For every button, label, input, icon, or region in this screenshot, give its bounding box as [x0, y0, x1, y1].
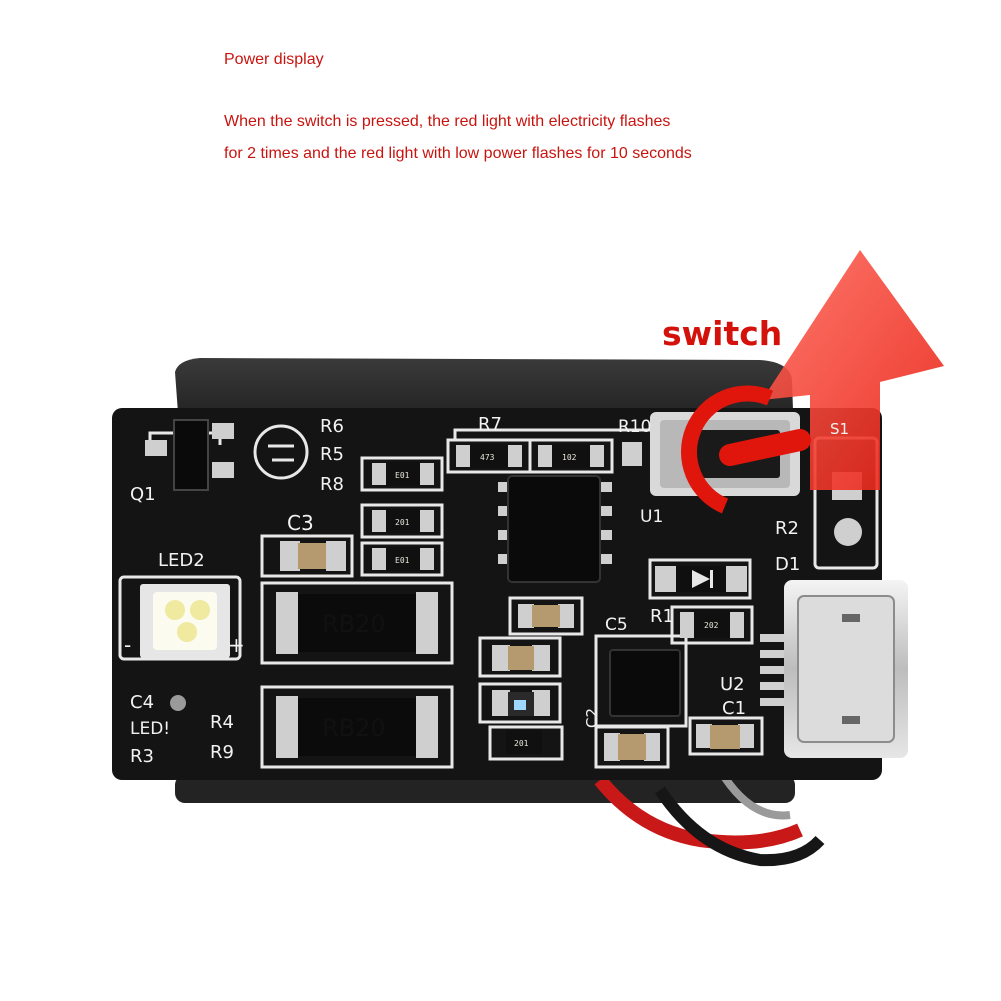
micro-usb-port [760, 580, 908, 758]
label-led1: LED! [130, 719, 170, 739]
caption-title: Power display [224, 51, 324, 68]
switch-highlight-ring [681, 385, 811, 514]
shunt-resistor-top [298, 594, 416, 652]
transistor-q1 [173, 419, 209, 491]
smd-components [298, 444, 740, 760]
label-c5: C5 [605, 615, 628, 635]
shunt-label-top: RB20 [322, 610, 386, 638]
label-c4: C4 [130, 692, 154, 713]
chip-codes: 473 102 E01 201 E01 202 201 [395, 453, 719, 748]
silkscreen-labels: Q1 R6 R5 R8 R7 R10 S1 U1 R2 D1 C3 LED2 C… [124, 414, 849, 767]
label-r10: R10 [618, 417, 651, 437]
code-r2: 202 [704, 621, 719, 630]
ic-u2 [609, 649, 681, 717]
pointer-arrow [762, 250, 944, 490]
switch-callout-label: switch [662, 314, 783, 353]
led2-white [140, 584, 230, 658]
label-led2: LED2 [158, 550, 205, 571]
shunt-resistor-bottom [298, 698, 416, 756]
label-r6: R6 [320, 416, 344, 437]
label-q1: Q1 [130, 484, 156, 505]
shunt-label-bottom: RB20 [322, 714, 386, 742]
label-c3: C3 [287, 511, 314, 535]
label-s1: S1 [830, 420, 849, 438]
code-r7: 473 [480, 453, 495, 462]
label-r9: R9 [210, 742, 234, 763]
code-r4: 201 [514, 739, 529, 748]
label-r2: R2 [775, 518, 799, 539]
label-r4: R4 [210, 712, 234, 733]
caption-line-1: When the switch is pressed, the red ligh… [224, 113, 671, 130]
code-r6: E01 [395, 471, 410, 480]
solder-pads [145, 423, 862, 761]
label-u1: U1 [640, 507, 663, 527]
label-r1: R1 [650, 606, 674, 627]
label-c1: C1 [722, 698, 746, 719]
code-r10: 102 [562, 453, 577, 462]
caption-line-2: for 2 times and the red light with low p… [224, 145, 692, 162]
code-r5: 201 [395, 518, 410, 527]
label-c2: C2 [583, 708, 601, 728]
label-minus: - [124, 633, 131, 657]
label-r3: R3 [130, 746, 154, 767]
label-r8: R8 [320, 474, 344, 495]
ic-u1 [507, 475, 601, 583]
label-u2: U2 [720, 674, 745, 695]
label-plus: + [228, 633, 245, 657]
label-r5: R5 [320, 444, 344, 465]
label-d1: D1 [775, 554, 800, 575]
code-r8: E01 [395, 556, 410, 565]
led1-indicator [170, 695, 186, 711]
label-r7: R7 [478, 414, 502, 435]
